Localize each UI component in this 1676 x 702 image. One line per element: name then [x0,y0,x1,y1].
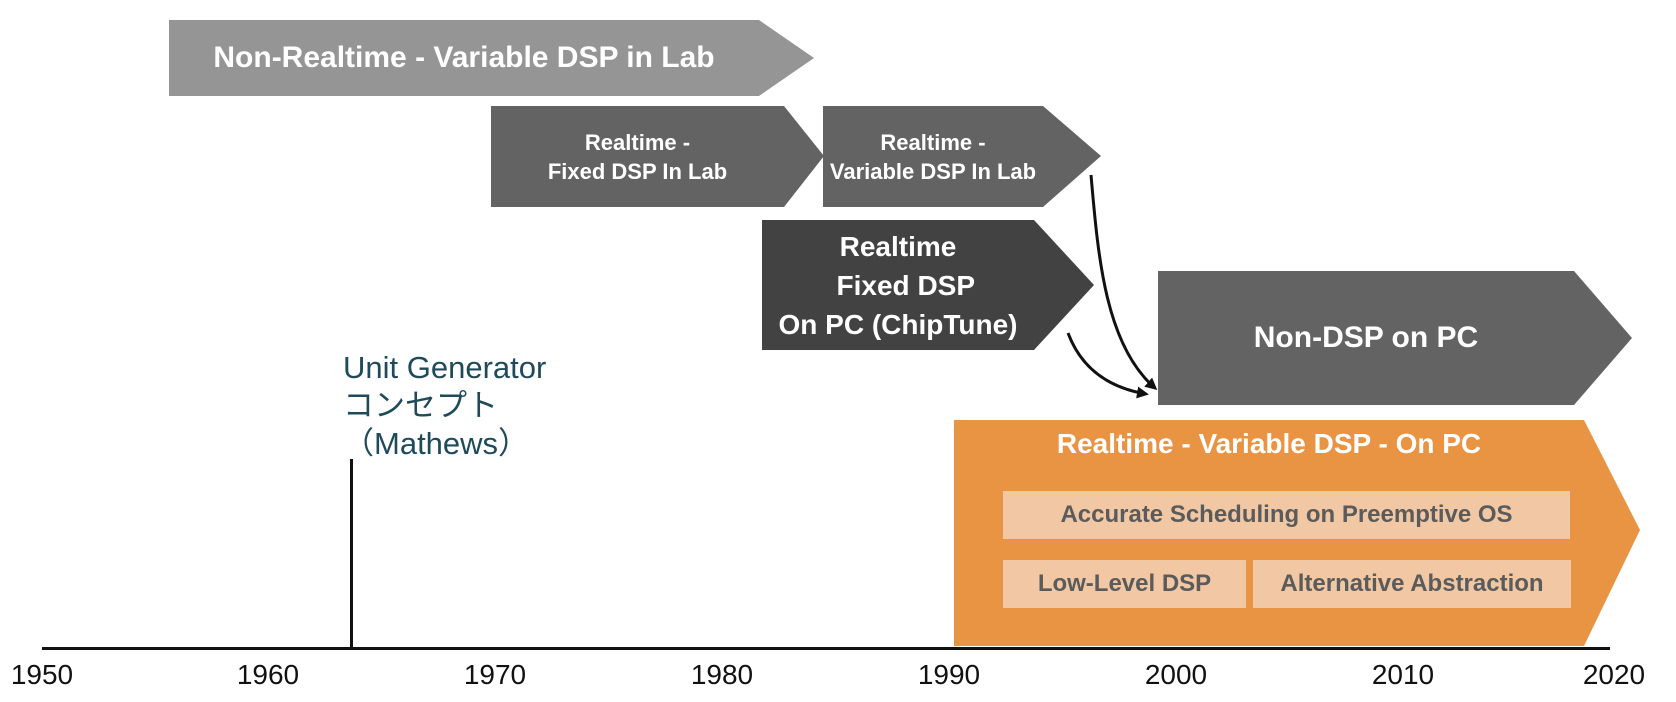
subbox-accurate-scheduling: Accurate Scheduling on Preemptive OS [1003,491,1570,539]
bar-non-realtime-variable-lab-label: Non-Realtime - Variable DSP in Lab [213,41,715,74]
tick-label-2020: 2020 [1582,659,1646,690]
bar-realtime-variable-lab-label: Realtime - Variable DSP In Lab [829,129,1037,184]
bar-realtime-fixed-lab-label: Realtime - Fixed DSP In Lab [547,129,728,184]
tick-label-2000: 2000 [1144,659,1208,690]
tick-label-1980: 1980 [690,659,754,690]
bar-realtime-variable-pc-label: Realtime - Variable DSP - On PC [1056,428,1482,459]
connector-arrow-fixed-pc-to-nondsp [1066,332,1149,399]
tick-label-1950: 1950 [10,659,74,690]
tick-label-1960: 1960 [236,659,300,690]
connector-arrow-variable-lab-to-nondsp [1089,174,1158,390]
tick-label-1990: 1990 [917,659,981,690]
bar-non-realtime-variable-lab: Non-Realtime - Variable DSP in Lab [169,20,814,96]
bar-realtime-fixed-pc: Realtime Fixed DSP On PC (ChipTune) [762,220,1094,350]
event-marker-line [350,459,353,648]
subbox-alternative-abstraction: Alternative Abstraction [1253,560,1571,608]
bar-non-dsp-pc: Non-DSP on PC [1158,271,1632,405]
timeline-axis [42,647,1610,650]
tick-label-1970: 1970 [463,659,527,690]
event-label-unit-generator: Unit Generator コンセプト （Mathews） [343,350,547,461]
bar-realtime-variable-lab: Realtime - Variable DSP In Lab [823,106,1101,207]
bar-non-dsp-pc-label: Non-DSP on PC [1253,321,1479,354]
bar-realtime-fixed-pc-label: Realtime Fixed DSP On PC (ChipTune) [778,230,1018,340]
tick-label-2010: 2010 [1371,659,1435,690]
bar-realtime-fixed-lab: Realtime - Fixed DSP In Lab [491,106,824,207]
subbox-low-level-dsp: Low-Level DSP [1003,560,1246,608]
